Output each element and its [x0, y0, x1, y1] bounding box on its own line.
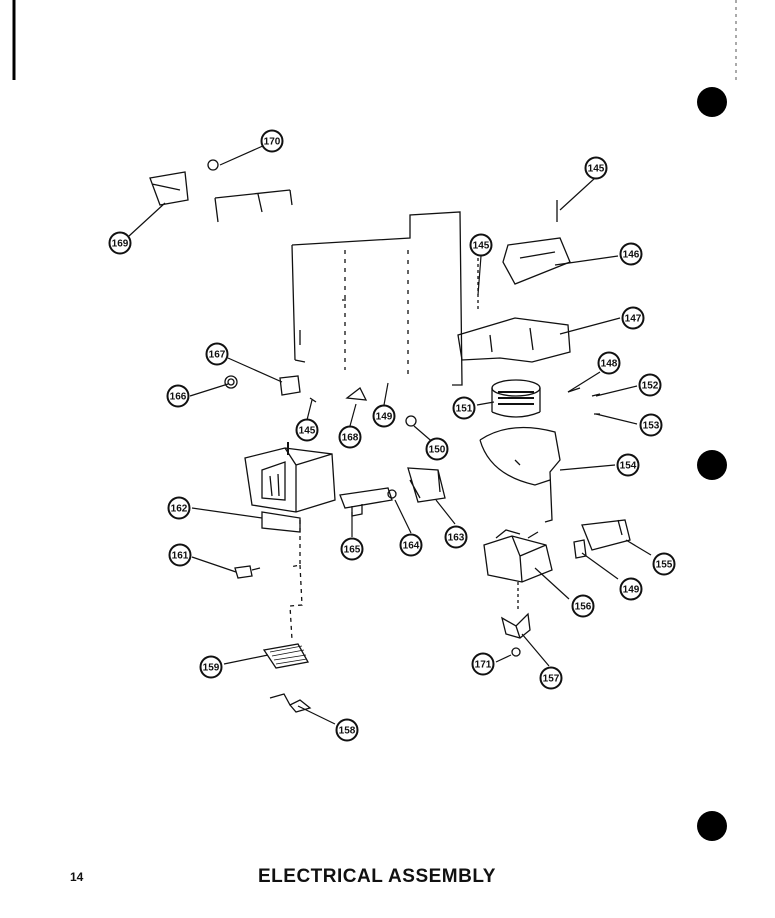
callout-149: 149	[619, 577, 643, 601]
callout-150: 150	[425, 437, 449, 461]
svg-text:163: 163	[448, 533, 465, 544]
callout-165: 165	[340, 537, 364, 561]
callout-145: 145	[469, 233, 493, 257]
callout-146: 146	[619, 242, 643, 266]
svg-text:166: 166	[170, 392, 187, 403]
svg-text:168: 168	[342, 433, 359, 444]
callout-147: 147	[621, 306, 645, 330]
svg-text:152: 152	[642, 381, 659, 392]
svg-text:161: 161	[172, 551, 189, 562]
callout-153: 153	[639, 413, 663, 437]
callout-151: 151	[452, 396, 476, 420]
svg-text:148: 148	[601, 359, 618, 370]
parts-drawing	[149, 159, 631, 713]
svg-text:150: 150	[429, 445, 446, 456]
callout-154: 154	[616, 453, 640, 477]
svg-text:171: 171	[475, 660, 492, 671]
punch-hole	[697, 87, 727, 117]
svg-text:162: 162	[171, 504, 188, 515]
callout-168: 168	[338, 425, 362, 449]
callout-156: 156	[571, 594, 595, 618]
svg-text:159: 159	[203, 663, 220, 674]
leader-lines	[128, 144, 652, 725]
svg-text:170: 170	[264, 137, 281, 148]
callout-157: 157	[539, 666, 563, 690]
svg-text:158: 158	[339, 726, 356, 737]
callout-164: 164	[399, 533, 423, 557]
svg-text:146: 146	[623, 250, 640, 261]
svg-text:164: 164	[403, 541, 420, 552]
callout-171: 171	[471, 652, 495, 676]
svg-text:167: 167	[209, 350, 226, 361]
callout-152: 152	[638, 373, 662, 397]
callout-158: 158	[335, 718, 359, 742]
callout-159: 159	[199, 655, 223, 679]
svg-text:147: 147	[625, 314, 642, 325]
callout-161: 161	[168, 543, 192, 567]
svg-text:145: 145	[588, 164, 605, 175]
callout-162: 162	[167, 496, 191, 520]
callout-163: 163	[444, 525, 468, 549]
callout-166: 166	[166, 384, 190, 408]
svg-text:157: 157	[543, 674, 560, 685]
callout-155: 155	[652, 552, 676, 576]
svg-text:169: 169	[112, 239, 129, 250]
callout-145: 145	[584, 156, 608, 180]
callout-167: 167	[205, 342, 229, 366]
svg-text:155: 155	[656, 560, 673, 571]
svg-text:145: 145	[473, 241, 490, 252]
svg-text:165: 165	[344, 545, 361, 556]
svg-text:151: 151	[456, 404, 473, 415]
svg-text:149: 149	[376, 412, 393, 423]
punch-hole	[697, 811, 727, 841]
callout-149: 149	[372, 404, 396, 428]
page-footer: 14 ELECTRICAL ASSEMBLY	[0, 866, 775, 896]
punch-hole	[697, 450, 727, 480]
svg-text:145: 145	[299, 426, 316, 437]
callout-148: 148	[597, 351, 621, 375]
svg-text:153: 153	[643, 421, 660, 432]
page-title: ELECTRICAL ASSEMBLY	[258, 866, 496, 887]
page-number: 14	[70, 870, 84, 884]
callout-169: 169	[108, 231, 132, 255]
svg-text:149: 149	[623, 585, 640, 596]
callout-145: 145	[295, 418, 319, 442]
svg-text:154: 154	[620, 461, 637, 472]
callout-170: 170	[260, 129, 284, 153]
svg-text:156: 156	[575, 602, 592, 613]
